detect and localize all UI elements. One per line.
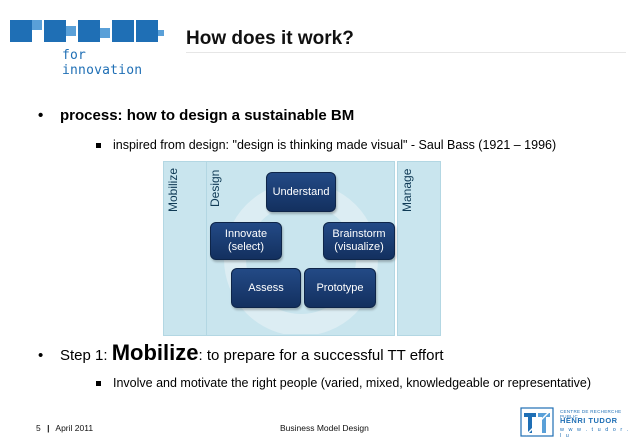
step1-suffix: : to prepare for a successful TT effort [198, 347, 444, 364]
tudor-line1: CENTRE DE RECHERCHE PUBLIC [560, 409, 622, 419]
node-innovate-sublabel: (select) [227, 241, 265, 253]
footer-center: Business Model Design [280, 423, 369, 433]
cycle-arrow-icon [224, 182, 378, 334]
sub-bullet-inspired: inspired from design: "design is thinkin… [96, 138, 556, 152]
node-understand: Understand [266, 172, 336, 212]
sub-bullet-text: inspired from design: "design is thinkin… [113, 138, 557, 152]
bullet-dot-icon: • [38, 347, 44, 364]
node-innovate-label: Innovate [224, 228, 268, 240]
tudor-emblem-icon [520, 407, 554, 437]
bullet-process: • process: how to design a sustainable BM [38, 107, 354, 124]
node-brainstorm-label: Brainstorm [332, 228, 386, 240]
tudor-line2: HENRI TUDOR [560, 416, 618, 425]
mobilize-panel [163, 161, 207, 336]
node-brainstorm-sublabel: (visualize) [334, 241, 384, 253]
node-innovate: Innovate (select) [210, 222, 282, 260]
node-brainstorm: Brainstorm (visualize) [323, 222, 395, 260]
footer-left: 5 | April 2011 [36, 423, 93, 433]
step1-mobilize: Mobilize [111, 340, 199, 365]
sub-bullet-involve: Involve and motivate the right people (v… [96, 376, 591, 390]
bullet-dot-icon: • [38, 107, 44, 124]
node-understand-label: Understand [272, 185, 330, 198]
square-bullet-icon [96, 381, 101, 387]
bullet-step1: • Step 1: Mobilize: to prepare for a succ… [38, 340, 444, 366]
logo-blocks-icon [10, 20, 164, 42]
square-bullet-icon [96, 143, 101, 149]
sub-bullet-text: Involve and motivate the right people (v… [113, 376, 592, 390]
node-assess: Assess [231, 268, 301, 308]
company-logo: for innovation [8, 14, 168, 78]
step1-prefix: Step 1: [60, 347, 112, 364]
manage-panel [397, 161, 441, 336]
footer-date: April 2011 [55, 423, 94, 433]
phase-label-manage: Manage [400, 168, 414, 212]
node-assess-label: Assess [248, 281, 284, 294]
tudor-logo: CENTRE DE RECHERCHE PUBLIC HENRI TUDOR w… [520, 405, 635, 441]
design-panel [206, 161, 395, 336]
logo-tagline: for innovation [62, 48, 143, 78]
phase-label-mobilize: Mobilize [166, 167, 180, 212]
tudor-line3: w w w . t u d o r . l u [560, 427, 630, 439]
phase-label-design: Design [208, 169, 222, 207]
node-prototype: Prototype [304, 268, 376, 308]
title-divider [186, 52, 626, 53]
slide-title: How does it work? [186, 28, 354, 49]
page-number: 5 [36, 423, 41, 433]
footer-separator: | [47, 423, 50, 433]
node-prototype-label: Prototype [316, 281, 364, 294]
bullet-text: process: how to design a sustainable BM [60, 107, 355, 124]
